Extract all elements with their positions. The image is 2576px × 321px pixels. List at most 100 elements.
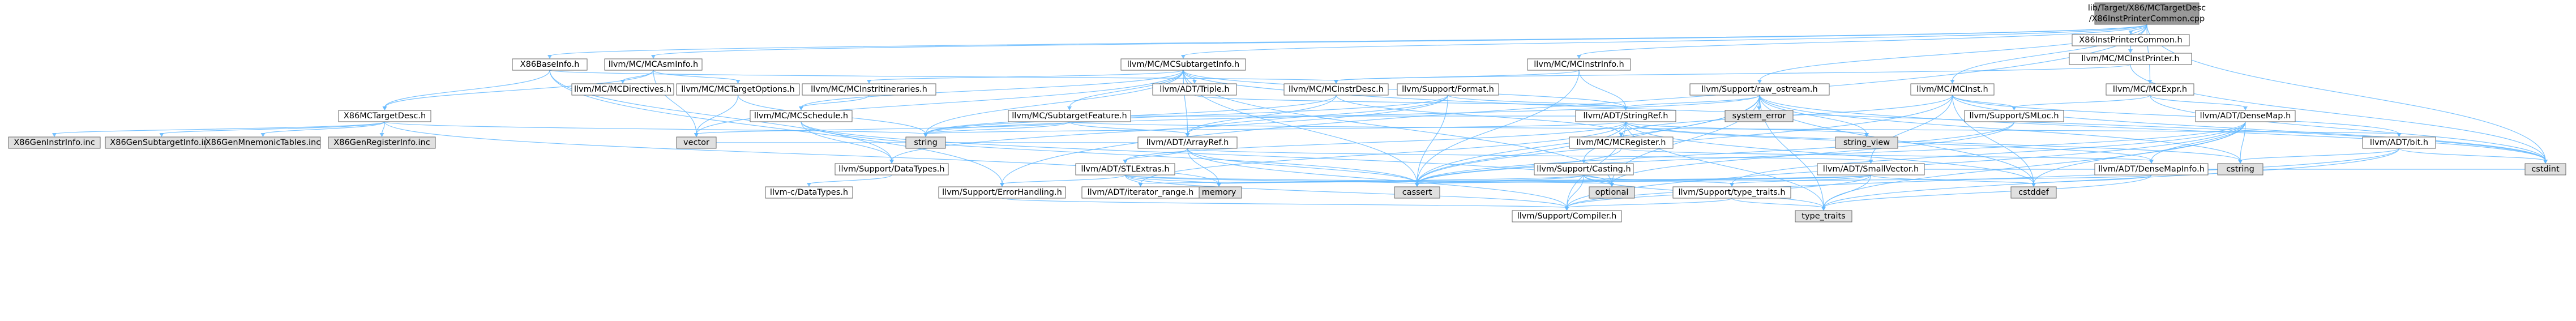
node-label: llvm/ADT/ArrayRef.h	[1146, 138, 1229, 147]
node-bitvector[interactable]: llvm/ADT/bit.h	[2362, 136, 2436, 149]
edge-mcsubtargetinfo-to-subtargetfeature	[1069, 70, 1184, 108]
node-label: X86GenInstrInfo.inc	[14, 138, 95, 147]
node-mcinstrinfo[interactable]: llvm/MC/MCInstrInfo.h	[1527, 58, 1631, 71]
edge-mcinst-to-cstddef	[1952, 95, 2034, 185]
node-string: string	[905, 136, 946, 149]
edge-rawostream-to-cstdint	[1759, 95, 2546, 161]
node-smallvector[interactable]: llvm/ADT/SmallVector.h	[1817, 163, 1925, 176]
arrowhead	[1950, 80, 1955, 84]
node-label: X86GenSubtargetInfo.inc	[110, 138, 213, 147]
arrowhead	[260, 133, 266, 137]
node-iteratorrange[interactable]: llvm/ADT/iterator_range.h	[1081, 186, 1200, 199]
node-mcinstrdesc[interactable]: llvm/MC/MCInstrDesc.h	[1283, 83, 1389, 96]
node-label: string	[914, 138, 938, 147]
node-stlextras[interactable]: llvm/ADT/STLExtras.h	[1075, 163, 1175, 176]
node-box	[2010, 186, 2057, 199]
node-typetraitsh[interactable]: llvm/Support/type_traits.h	[1672, 186, 1791, 199]
edge-arrayref-to-cassert	[1187, 148, 1418, 185]
edge-root-to-mcsubtargetinfo	[1183, 24, 2147, 57]
node-label: llvm/MC/MCInstrItineraries.h	[811, 85, 927, 94]
edge-rawostream-to-stringref	[1625, 95, 1760, 108]
arrowhead	[1123, 160, 1128, 164]
node-box	[1817, 163, 1925, 176]
node-x86mctargetdesc[interactable]: X86MCTargetDesc.h	[338, 110, 431, 122]
node-densemapinfo[interactable]: llvm/ADT/DenseMapInfo.h	[2094, 163, 2209, 176]
edge-densemapinfo-to-typetraits	[1823, 174, 2152, 208]
edge-mcschedule-to-datatypes	[801, 121, 892, 161]
arrowhead	[1581, 160, 1586, 164]
node-x86mnemonicinc: X86GenMnemonicTables.inc	[205, 136, 321, 149]
arrowhead	[1868, 160, 1873, 164]
node-memory: memory	[1196, 186, 1242, 199]
node-label: X86GenRegisterInfo.inc	[333, 138, 430, 147]
node-mcsubtargetinfo[interactable]: llvm/MC/MCSubtargetInfo.h	[1120, 58, 1246, 71]
node-mcregister[interactable]: llvm/MC/MCRegister.h	[1569, 136, 1674, 149]
edge-x86baseinfo-to-datatypes	[549, 70, 892, 161]
node-mcinstrit[interactable]: llvm/MC/MCInstrItineraries.h	[802, 83, 936, 96]
arrowhead	[1000, 183, 1004, 187]
edge-mcinstrit-to-mcschedule	[801, 95, 870, 108]
node-casting[interactable]: llvm/Support/Casting.h	[1534, 163, 1634, 176]
node-errorhandling[interactable]: llvm/Support/ErrorHandling.h	[938, 186, 1066, 199]
edge-rawostream-to-cstring	[1759, 95, 2241, 161]
node-label: llvm/Support/ErrorHandling.h	[942, 188, 1062, 197]
edge-format-to-datatypes	[891, 95, 1449, 161]
node-mcasminfo[interactable]: llvm/MC/MCAsmInfo.h	[604, 58, 703, 71]
edge-densemapinfo-to-cstddef	[2033, 174, 2152, 185]
node-label: llvm/MC/MCExpr.h	[2113, 85, 2187, 94]
node-label: llvm/ADT/bit.h	[2370, 138, 2428, 147]
edge-stringref-to-cstring	[1625, 121, 2241, 161]
node-arrayref[interactable]: llvm/ADT/ArrayRef.h	[1137, 136, 1238, 149]
edge-mcinst-to-bitvector	[1952, 95, 2400, 135]
node-smloc[interactable]: llvm/Support/SMLoc.h	[1964, 110, 2064, 122]
node-densemap[interactable]: llvm/ADT/DenseMap.h	[2195, 110, 2296, 122]
node-mcdirectives[interactable]: llvm/MC/MCDirectives.h	[571, 83, 674, 96]
edge-subtargetfeature-to-string	[925, 121, 1070, 135]
node-mctargetoptions[interactable]: llvm/MC/MCTargetOptions.h	[676, 83, 800, 96]
arrowhead	[694, 133, 699, 137]
edge-casting-to-memory	[1218, 174, 1585, 185]
node-label: llvm/MC/MCSchedule.h	[754, 112, 848, 121]
node-label: llvm/Support/SMLoc.h	[1969, 112, 2059, 121]
node-mcschedule[interactable]: llvm/MC/MCSchedule.h	[750, 110, 853, 122]
node-mcinstprinter[interactable]: llvm/MC/MCInstPrinter.h	[2069, 53, 2192, 65]
edge-mcsubtargetinfo-to-triple	[1183, 70, 1195, 82]
node-x86registerinc: X86GenRegisterInfo.inc	[328, 136, 436, 149]
node-x86instrinfoinc: X86GenInstrInfo.inc	[8, 136, 101, 149]
node-label: cstring	[2226, 165, 2254, 174]
node-box	[338, 110, 431, 122]
node-cdatatypes[interactable]: llvm-c/DataTypes.h	[765, 186, 853, 199]
edge-format-to-string	[925, 95, 1449, 135]
arrowhead	[2238, 160, 2243, 164]
node-box	[1283, 83, 1389, 96]
edge-triple-to-stringref	[1194, 95, 1627, 108]
node-label: llvm/ADT/DenseMapInfo.h	[2098, 165, 2205, 174]
arrowhead	[1730, 183, 1734, 187]
edge-x86mctargetdesc-to-x86instrinfoinc	[54, 121, 386, 135]
arrowhead	[807, 183, 811, 187]
node-subtargetfeature[interactable]: llvm/MC/SubtargetFeature.h	[1008, 110, 1131, 122]
node-rawostream[interactable]: llvm/Support/raw_ostream.h	[1689, 83, 1830, 96]
node-x86subtargetinc: X86GenSubtargetInfo.inc	[105, 136, 219, 149]
edge-arrayref-to-compiler	[1187, 148, 1568, 208]
node-format[interactable]: llvm/Support/Format.h	[1397, 83, 1499, 96]
node-x86baseinfo[interactable]: X86BaseInfo.h	[512, 58, 588, 71]
node-label: llvm/MC/MCDirectives.h	[574, 85, 671, 94]
node-box	[802, 83, 936, 96]
edge-format-to-stringref	[1447, 95, 1627, 108]
node-stringref[interactable]: llvm/ADT/StringRef.h	[1575, 110, 1676, 122]
node-box	[1689, 83, 1830, 96]
node-box	[2072, 34, 2190, 46]
node-triple[interactable]: llvm/ADT/Triple.h	[1152, 83, 1237, 96]
node-compiler[interactable]: llvm/Support/Compiler.h	[1512, 210, 1622, 222]
node-label: llvm/Support/raw_ostream.h	[1701, 85, 1817, 94]
edge-root-to-cstdint	[2146, 24, 2546, 161]
node-mcinst[interactable]: llvm/MC/MCInst.h	[1910, 83, 1995, 96]
node-label: string_view	[1843, 138, 1890, 147]
node-label: llvm/ADT/StringRef.h	[1584, 112, 1668, 121]
arrowhead	[651, 55, 656, 59]
node-mcexpr[interactable]: llvm/MC/MCExpr.h	[2106, 83, 2194, 96]
node-datatypes[interactable]: llvm/Support/DataTypes.h	[835, 163, 949, 176]
node-box	[1835, 136, 1898, 149]
node-x86ipc[interactable]: X86InstPrinterCommon.h	[2072, 34, 2190, 46]
